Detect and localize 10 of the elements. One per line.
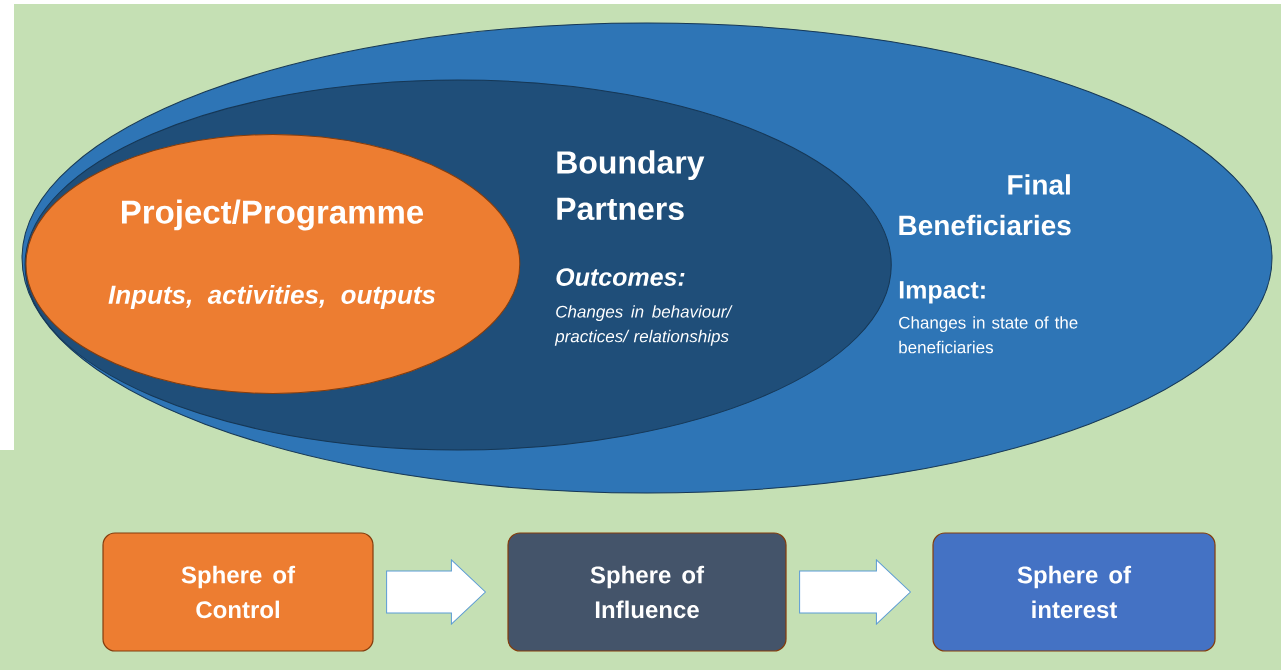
subheading: Impact: [899, 281, 985, 304]
subheading: Inputs, activities, outputs [108, 284, 436, 310]
block-arrow [386, 559, 486, 625]
description: Changes in behaviour/ practices/ relationships [554, 305, 733, 346]
heading: Project/Programme [122, 199, 424, 231]
heading: Boundary Partners [557, 150, 705, 221]
subheading: Outcomes: [556, 268, 685, 286]
description: Changes in state of the beneficiaries [899, 316, 1078, 354]
block-arrow [799, 559, 911, 625]
heading: Final Beneficiaries [899, 174, 1071, 236]
